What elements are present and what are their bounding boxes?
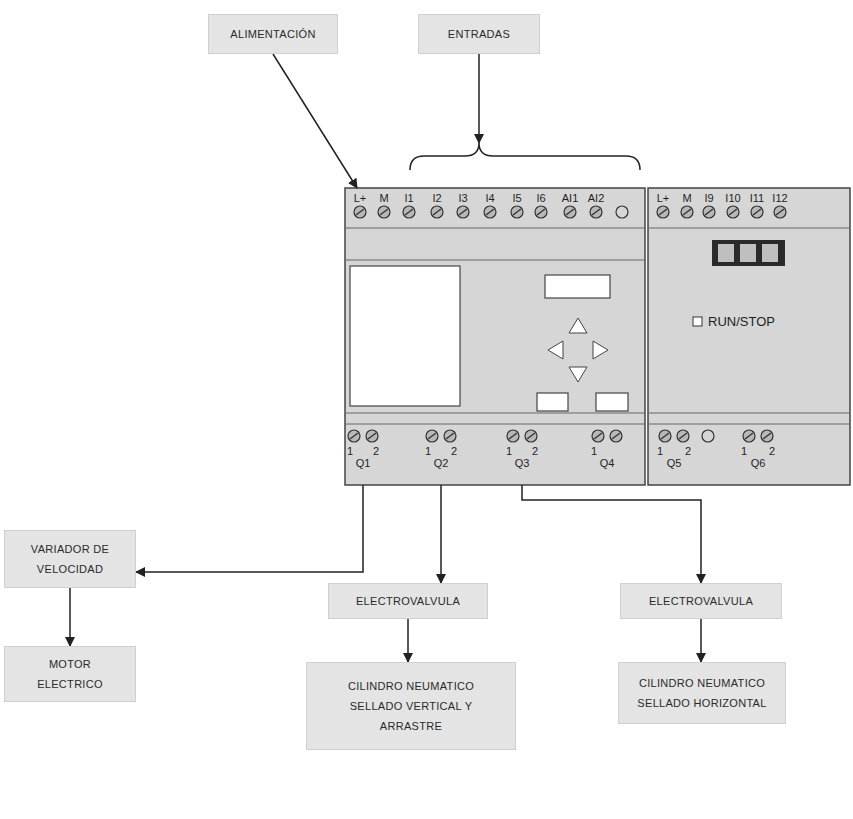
connector-arrow	[69, 588, 71, 646]
terminal-label: 2	[532, 445, 538, 457]
terminal-label: 2	[685, 445, 691, 457]
terminal-label: 1	[591, 445, 597, 457]
terminal-label: I6	[536, 192, 545, 204]
terminal-label: 1	[425, 445, 431, 457]
connector-arrow	[136, 485, 363, 572]
terminal-label: 1	[657, 445, 663, 457]
process-box: MOTOR ELECTRICO	[4, 646, 136, 702]
connector-arrow	[407, 619, 409, 662]
box-text: ENTRADAS	[448, 24, 510, 44]
connector-arrow	[440, 485, 442, 583]
terminal-label: 1	[347, 445, 353, 457]
terminal-label: AI2	[588, 192, 605, 204]
process-box: ELECTROVALVULA	[328, 583, 488, 619]
terminal-label: M	[379, 192, 388, 204]
terminal-label: L+	[657, 192, 670, 204]
box-text: CILINDRO NEUMATICO SELLADO VERTICAL Y AR…	[339, 676, 484, 736]
terminal-label: L+	[354, 192, 367, 204]
terminal-label: 2	[451, 445, 457, 457]
connector-arrow	[478, 54, 480, 143]
terminal-label: AI1	[562, 192, 579, 204]
terminal-label: I5	[512, 192, 521, 204]
terminal-label: I4	[485, 192, 494, 204]
terminal-label: 1	[741, 445, 747, 457]
plc-main: L+MI1I2I3I4I5I6AI1AI212Q112Q212Q31Q4	[345, 188, 645, 485]
plc-expansion: L+MI9I10I11I12RUN/STOP12Q512Q6	[648, 188, 850, 485]
terminal-label: I10	[725, 192, 740, 204]
terminal-label: I1	[404, 192, 413, 204]
terminal-label: Q2	[434, 457, 449, 469]
label-box: ENTRADAS	[418, 14, 540, 54]
box-text: ELECTROVALVULA	[649, 591, 753, 611]
plc-expansion-module	[648, 188, 850, 485]
terminal-label: Q5	[667, 457, 682, 469]
box-text: ELECTROVALVULA	[356, 591, 460, 611]
box-text: MOTOR ELECTRICO	[30, 654, 110, 694]
terminal-label: RUN/STOP	[708, 314, 775, 329]
process-box: CILINDRO NEUMATICO SELLADO VERTICAL Y AR…	[306, 662, 516, 750]
terminal-label: M	[682, 192, 691, 204]
connector-arrow	[700, 619, 702, 662]
terminal-label: I3	[458, 192, 467, 204]
terminal-label: 2	[373, 445, 379, 457]
box-text: CILINDRO NEUMATICO SELLADO HORIZONTAL	[627, 673, 777, 713]
process-box: CILINDRO NEUMATICO SELLADO HORIZONTAL	[618, 662, 786, 724]
connector-arrow	[522, 485, 701, 583]
plc-main-module	[345, 188, 645, 485]
terminal-label: Q3	[515, 457, 530, 469]
terminal-label: Q4	[600, 457, 615, 469]
label-box: ALIMENTACIÓN	[208, 14, 338, 54]
process-box: ELECTROVALVULA	[620, 583, 782, 619]
terminal-label: 2	[769, 445, 775, 457]
terminal-label: Q1	[356, 457, 371, 469]
input-bracket	[410, 143, 640, 170]
terminal-label: I9	[704, 192, 713, 204]
connector-arrow	[273, 54, 357, 188]
process-box: VARIADOR DE VELOCIDAD	[4, 530, 136, 588]
terminal-label: I12	[772, 192, 787, 204]
box-text: VARIADOR DE VELOCIDAD	[13, 539, 127, 579]
terminal-label: 1	[506, 445, 512, 457]
terminal-label: Q6	[751, 457, 766, 469]
box-text: ALIMENTACIÓN	[230, 24, 315, 44]
terminal-label: I11	[750, 192, 764, 204]
terminal-label: I2	[432, 192, 441, 204]
